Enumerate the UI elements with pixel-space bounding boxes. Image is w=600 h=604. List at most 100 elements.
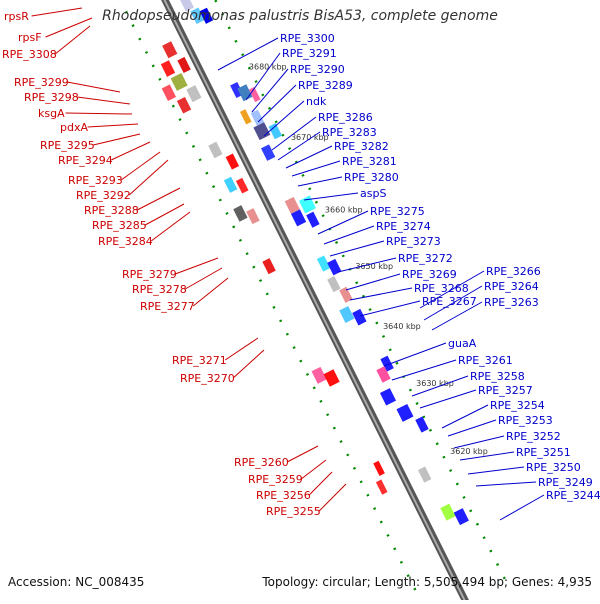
reverse-label-leader bbox=[224, 337, 259, 361]
reverse-gene-label: pdxA bbox=[60, 121, 88, 134]
reverse-gene-label: RPE_3271 bbox=[172, 354, 227, 367]
forward-label-leader bbox=[431, 301, 483, 331]
gene-block bbox=[223, 176, 238, 193]
forward-gene-label: RPE_3261 bbox=[458, 354, 513, 367]
gene-block bbox=[186, 85, 202, 103]
reverse-label-leader bbox=[286, 445, 319, 463]
reverse-gene-label: RPE_3277 bbox=[140, 300, 195, 313]
reverse-label-leader bbox=[318, 483, 347, 512]
reverse-label-leader bbox=[87, 123, 139, 128]
forward-gene-label: ndk bbox=[306, 95, 327, 108]
reverse-gene-label: RPE_3285 bbox=[92, 219, 147, 232]
gene-block bbox=[396, 403, 414, 422]
forward-label-leader bbox=[499, 494, 545, 521]
reverse-label-leader bbox=[308, 471, 333, 496]
gene-block bbox=[316, 255, 331, 272]
forward-label-leader bbox=[441, 404, 489, 429]
forward-label-leader bbox=[419, 389, 477, 409]
forward-gene-label: guaA bbox=[448, 337, 477, 350]
gene-block bbox=[190, 7, 205, 25]
reverse-label-leader bbox=[45, 17, 93, 38]
forward-gene-label: RPE_3249 bbox=[538, 476, 593, 489]
reverse-gene-label: RPE_3279 bbox=[122, 268, 177, 281]
reverse-gene-label: RPE_3292 bbox=[76, 189, 131, 202]
kbp-tick-label: 3660 kbp bbox=[325, 206, 363, 215]
forward-gene-label: RPE_3281 bbox=[342, 155, 397, 168]
forward-gene-label: RPE_3273 bbox=[386, 235, 441, 248]
gene-block bbox=[199, 7, 214, 24]
forward-label-leader bbox=[391, 359, 457, 381]
forward-label-leader bbox=[263, 100, 305, 137]
forward-label-leader bbox=[447, 419, 497, 437]
gene-block bbox=[246, 208, 260, 225]
forward-gene-label: RPE_3275 bbox=[370, 205, 425, 218]
reverse-label-leader bbox=[65, 112, 133, 115]
gene-block bbox=[440, 503, 456, 521]
forward-gene-label: RPE_3272 bbox=[398, 252, 453, 265]
forward-label-leader bbox=[317, 210, 369, 235]
forward-label-leader bbox=[257, 84, 297, 123]
gene-block bbox=[235, 177, 249, 194]
label-leaders bbox=[31, 7, 545, 521]
reverse-label-leader bbox=[77, 96, 131, 105]
gene-block bbox=[177, 56, 191, 74]
forward-gene-label: RPE_3252 bbox=[506, 430, 561, 443]
forward-gene-label: RPE_3286 bbox=[318, 111, 373, 124]
reverse-gene-label: RPE_3260 bbox=[234, 456, 289, 469]
forward-label-leader bbox=[359, 300, 421, 317]
forward-gene-label: RPE_3244 bbox=[546, 489, 600, 502]
gene-block bbox=[170, 73, 188, 91]
forward-gene-label: aspS bbox=[360, 187, 386, 200]
reverse-gene-label: RPE_3294 bbox=[58, 154, 113, 167]
forward-label-leader bbox=[411, 375, 469, 397]
reverse-label-leader bbox=[144, 203, 185, 226]
reverse-label-leader bbox=[67, 81, 121, 93]
kbp-tick-label: 3680 kbp bbox=[249, 62, 287, 71]
forward-label-leader bbox=[277, 131, 321, 161]
forward-label-leader bbox=[459, 451, 515, 461]
gene-block bbox=[260, 144, 276, 161]
reverse-gene-label: RPE_3255 bbox=[266, 505, 321, 518]
gene-block bbox=[250, 109, 265, 126]
forward-gene-label: RPE_3282 bbox=[334, 140, 389, 153]
reverse-label-leader bbox=[93, 133, 141, 146]
forward-gene-label: RPE_3290 bbox=[290, 63, 345, 76]
forward-gene-label: RPE_3291 bbox=[282, 47, 337, 60]
reverse-gene-label: RPE_3284 bbox=[98, 235, 153, 248]
gene-block bbox=[311, 366, 327, 384]
kbp-tick-label: 3640 kbp bbox=[383, 322, 421, 331]
forward-gene-label: RPE_3269 bbox=[402, 268, 457, 281]
kbp-tick-label: 3620 kbp bbox=[450, 447, 488, 456]
reverse-label-leader bbox=[150, 211, 191, 242]
reverse-label-leader bbox=[128, 159, 169, 196]
forward-label-leader bbox=[323, 225, 375, 245]
reverse-label-leader bbox=[175, 257, 219, 275]
gene-features bbox=[160, 0, 469, 526]
gene-block bbox=[373, 460, 385, 476]
forward-label-leader bbox=[453, 435, 505, 449]
reverse-gene-label: RPE_3256 bbox=[256, 489, 311, 502]
forward-gene-label: RPE_3254 bbox=[490, 399, 545, 412]
gene-block bbox=[306, 211, 320, 228]
forward-label-leader bbox=[251, 68, 289, 113]
gene-block bbox=[327, 276, 341, 293]
kbp-tick-label: 3630 kbp bbox=[416, 379, 454, 388]
reverse-label-leader bbox=[232, 349, 265, 379]
reverse-gene-label: RPE_3278 bbox=[132, 283, 187, 296]
reverse-gene-label: RPE_3299 bbox=[14, 76, 69, 89]
forward-gene-label: RPE_3258 bbox=[470, 370, 525, 383]
gene-block bbox=[290, 209, 307, 227]
forward-gene-label: RPE_3251 bbox=[516, 446, 571, 459]
forward-gene-label: RPE_3267 bbox=[422, 295, 477, 308]
reverse-gene-label: RPE_3270 bbox=[180, 372, 235, 385]
kbp-tick-label: 3650 kbp bbox=[355, 262, 393, 271]
gene-block bbox=[233, 205, 248, 222]
forward-gene-label: RPE_3257 bbox=[478, 384, 533, 397]
gene-block bbox=[323, 369, 340, 387]
reverse-gene-label: ksgA bbox=[38, 107, 65, 120]
forward-label-leader bbox=[297, 176, 343, 187]
forward-gene-label: RPE_3268 bbox=[414, 282, 469, 295]
forward-label-leader bbox=[419, 270, 485, 309]
